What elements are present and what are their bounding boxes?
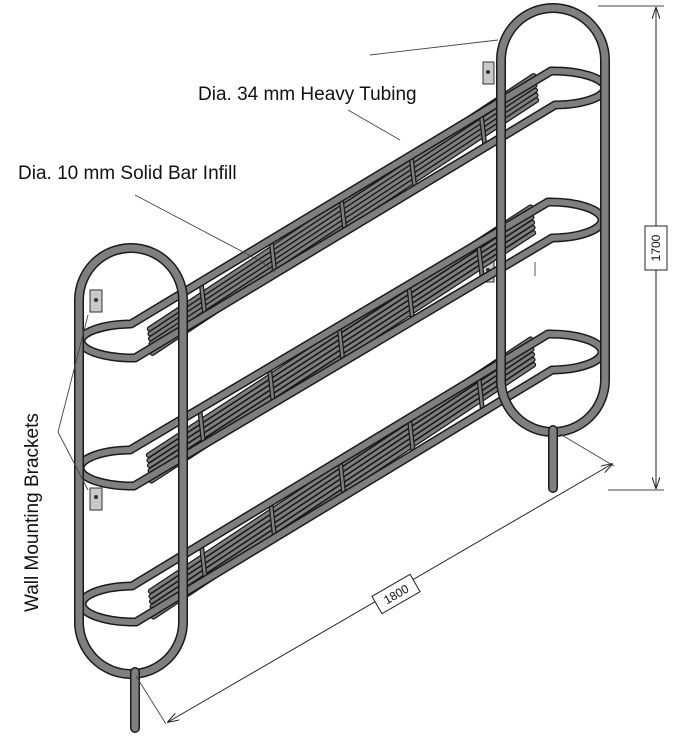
label-wall-mounting-brackets: Wall Mounting Brackets (22, 413, 43, 612)
callout-labels: Dia. 34 mm Heavy Tubing Dia. 10 mm Solid… (16, 82, 458, 612)
leader-heavy-tubing-2 (369, 39, 499, 56)
label-bg (16, 160, 284, 182)
shelf-middle-rim (75, 197, 607, 491)
leader-solid-bar (134, 194, 263, 263)
wall-bracket-bolt-icon (94, 495, 98, 499)
cross-bar (269, 239, 277, 274)
end-frame-right-fill (497, 4, 609, 436)
width-extension-right (559, 433, 615, 467)
end-frame-left-fill (75, 244, 187, 678)
leader-brackets-bottom (57, 431, 89, 491)
shelf-top (76, 66, 610, 363)
label-bg (196, 82, 458, 104)
cross-bar (268, 367, 275, 404)
shelf-group (75, 66, 610, 627)
width-extension-left (135, 675, 167, 725)
label-solid-bar-infill: Dia. 10 mm Solid Bar Infill (18, 163, 237, 184)
label-heavy-tubing: Dia. 34 mm Heavy Tubing (198, 84, 417, 105)
leader-brackets-top (57, 314, 89, 433)
cross-bar (339, 197, 347, 232)
cross-bar (477, 243, 484, 280)
cross-bar (408, 417, 415, 455)
end-frame-left (74, 243, 188, 679)
width-dimension: 1800 (135, 433, 615, 725)
cross-bar (337, 325, 345, 363)
wall-bracket-bolt-icon (94, 298, 98, 302)
cross-bar (409, 155, 417, 190)
shelf-middle (75, 197, 607, 491)
shelf-top-rim-fill (78, 67, 608, 362)
shelf-bottom-rim-fill (79, 330, 605, 626)
cross-bar (198, 408, 205, 445)
cross-bar (479, 113, 487, 148)
height-dimension-box (644, 225, 668, 271)
height-dimension: 1700 (598, 5, 668, 491)
leader-heavy-tubing (347, 109, 401, 141)
shelf-top-rim (76, 66, 610, 363)
wall-bracket-bolt-icon (486, 70, 490, 74)
callout-leaders (57, 39, 536, 491)
leader-solid-bar-2 (261, 261, 276, 273)
cross-bar (199, 281, 207, 316)
shelf-middle-rim-fill (77, 198, 605, 490)
end-frame-right (496, 3, 610, 437)
cross-bar (477, 375, 484, 413)
shelf-bottom-rim (77, 329, 607, 627)
width-dimension-box (371, 573, 421, 615)
height-dimension-value: 1700 (649, 234, 663, 261)
cross-bar (407, 284, 414, 321)
